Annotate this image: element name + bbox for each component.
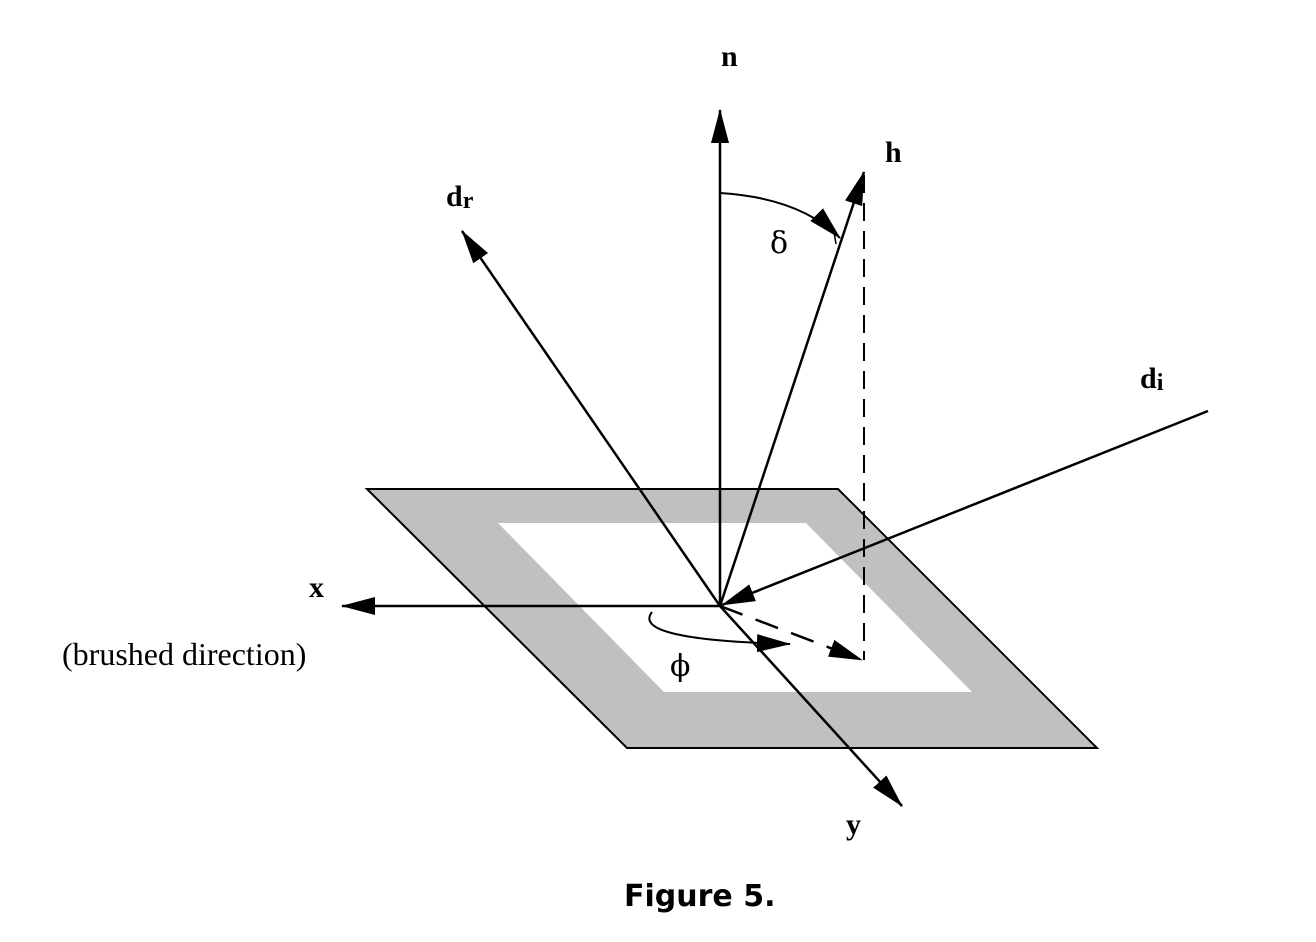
incident-direction-di xyxy=(721,409,1209,607)
label-h: h xyxy=(885,136,902,169)
label-delta: δ xyxy=(770,226,788,261)
reflected-direction-dr xyxy=(460,230,722,607)
label-x: x xyxy=(309,571,324,604)
label-brushed-direction: (brushed direction) xyxy=(62,636,306,672)
figure-caption: Figure 5. xyxy=(624,879,775,914)
label-phi: ϕ xyxy=(670,649,690,684)
delta-arc-tick xyxy=(833,231,837,245)
label-dr: dr xyxy=(446,180,474,214)
label-dr-sub: r xyxy=(463,188,474,214)
phi-angle-arc xyxy=(648,611,791,653)
y-axis xyxy=(719,605,903,807)
label-n: n xyxy=(721,40,738,73)
label-dr-main: d xyxy=(446,180,463,213)
label-y: y xyxy=(846,808,861,841)
delta-angle-arc xyxy=(719,192,841,239)
label-di-main: d xyxy=(1140,362,1157,395)
h-surface-projection xyxy=(719,604,863,662)
half-vector-h xyxy=(718,171,866,607)
label-di-sub: i xyxy=(1157,370,1164,396)
label-di: di xyxy=(1140,362,1164,396)
